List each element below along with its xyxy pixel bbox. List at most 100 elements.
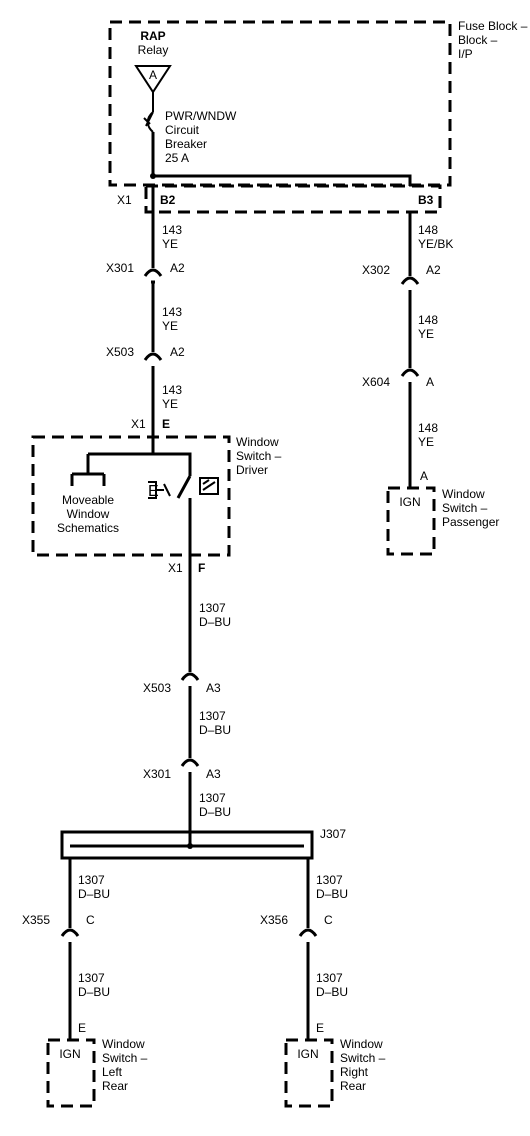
fuse-block-title: Fuse Block – <box>458 19 528 33</box>
passenger-switch-outline <box>386 486 436 556</box>
wire-right-rear-b-color: D–BU <box>316 985 348 999</box>
bus-splice-dot <box>150 173 156 179</box>
relay-label-2: Relay <box>138 43 169 57</box>
splice-dot <box>187 843 193 849</box>
passenger-switch-label-2: Switch – <box>442 501 488 515</box>
splice-j307: J307 <box>60 827 346 860</box>
wire-right-rear-a-circuit: 1307 <box>316 873 343 887</box>
wire-left-rear-b-circuit: 1307 <box>78 971 105 985</box>
fuse-block-subtitle: I/P <box>458 47 473 61</box>
x301-left-female <box>143 268 163 277</box>
relay-label-1: RAP <box>140 29 165 43</box>
connector-x1-fuse: X1 B2 B3 <box>117 184 442 214</box>
left-rear-switch-label-2: Switch – <box>102 1051 148 1065</box>
breaker-label-1: PWR/WNDW <box>165 109 237 123</box>
right-rear-switch-outline <box>284 1038 334 1108</box>
moveable-label-3: Schematics <box>57 521 119 535</box>
wire-143-a-color: YE <box>162 237 178 251</box>
wire-148-b-circuit: 148 <box>418 313 438 327</box>
driver-switch-internal-bus <box>88 452 192 476</box>
wire-left-rear-a-color: D–BU <box>78 887 110 901</box>
driver-switch-actuator-icon <box>148 481 171 499</box>
fuse-block-title-2: Block – <box>458 33 498 47</box>
wire-148-c-color: YE <box>418 435 434 449</box>
x1-f-name: X1 <box>168 561 183 575</box>
passenger-switch-ign: IGN <box>399 495 420 509</box>
moveable-label-2: Window <box>67 507 110 521</box>
x503-mid-pin: A3 <box>206 681 221 695</box>
wire-right-rear-a-color: D–BU <box>316 887 348 901</box>
connector-x503-mid: X503 A3 <box>143 672 221 695</box>
left-rear-switch-label-3: Left <box>102 1065 123 1079</box>
driver-switch-label-3: Driver <box>236 463 268 477</box>
right-rear-switch-label-2: Switch – <box>340 1051 386 1065</box>
wire-1307-c-circuit: 1307 <box>199 791 226 805</box>
circuit-breaker: PWR/WNDW Circuit Breaker 25 A <box>143 92 237 165</box>
x1-pin-b3: B3 <box>418 193 434 207</box>
right-rear-switch-pin: E <box>316 1021 324 1035</box>
connector-x302: X302 A2 <box>362 263 441 285</box>
x355-name: X355 <box>22 913 50 927</box>
x301-mid-female <box>180 758 200 767</box>
rap-relay: RAP Relay A <box>134 29 172 94</box>
left-rear-switch-ign: IGN <box>59 1047 80 1061</box>
wire-143-a-circuit: 143 <box>162 223 182 237</box>
passenger-switch-label-3: Passenger <box>442 515 499 529</box>
left-rear-switch-label-1: Window <box>102 1037 145 1051</box>
right-rear-switch-label-3: Right <box>340 1065 369 1079</box>
x301-left-pin: A2 <box>170 261 185 275</box>
x1-pin-b2: B2 <box>160 193 176 207</box>
driver-switch-label-1: Window <box>236 435 279 449</box>
x301-mid-pin: A3 <box>206 767 221 781</box>
wire-143-c-color: YE <box>162 397 178 411</box>
x604-name: X604 <box>362 375 390 389</box>
x604-female <box>400 368 420 377</box>
passenger-switch-pin: A <box>420 469 428 483</box>
x1-f-pin: F <box>198 561 205 575</box>
left-rear-switch-pin: E <box>78 1021 86 1035</box>
x301-left-name: X301 <box>106 261 134 275</box>
breaker-label-4: 25 A <box>165 151 189 165</box>
wire-143-b-color: YE <box>162 319 178 333</box>
x1-connector-name: X1 <box>117 193 132 207</box>
wire-right-rear-b-circuit: 1307 <box>316 971 343 985</box>
x301-mid-name: X301 <box>143 767 171 781</box>
x503-left-pin: A2 <box>170 345 185 359</box>
wire-148-a-color: YE/BK <box>418 237 453 251</box>
splice-name: J307 <box>320 827 346 841</box>
wire-left-rear-b-color: D–BU <box>78 985 110 999</box>
x503-mid-female <box>180 672 200 681</box>
connector-x356: X356 C <box>260 913 333 937</box>
breaker-contact <box>146 111 154 133</box>
splice-outline <box>60 830 314 860</box>
x302-female <box>400 276 420 285</box>
moveable-label-1: Moveable <box>62 493 114 507</box>
wire-1307-a-circuit: 1307 <box>199 601 226 615</box>
x1-e-pin: E <box>162 417 170 431</box>
right-rear-switch-label-1: Window <box>340 1037 383 1051</box>
driver-window-switch: Window Switch – Driver Moveable Window S… <box>31 435 282 560</box>
window-switch-icon-glass <box>202 479 216 491</box>
window-switch-icon <box>199 477 219 495</box>
x604-pin: A <box>426 375 434 389</box>
wire-1307-a-color: D–BU <box>199 615 231 629</box>
x356-female <box>298 928 318 937</box>
moveable-window-tap <box>70 454 106 486</box>
x1-e-name: X1 <box>131 417 146 431</box>
wire-148-a-circuit: 148 <box>418 223 438 237</box>
breaker-label-2: Circuit <box>165 123 200 137</box>
wire-1307-b-color: D–BU <box>199 723 231 737</box>
wire-1307-c-color: D–BU <box>199 805 231 819</box>
x1-connector-outline <box>144 184 442 214</box>
breaker-label-3: Breaker <box>165 137 207 151</box>
driver-switch-e-glyph: E <box>148 483 159 500</box>
connector-x301-left: X301 A2 <box>106 261 185 284</box>
relay-terminal: A <box>149 68 157 82</box>
x302-pin: A2 <box>426 263 441 277</box>
wire-148-c-circuit: 148 <box>418 421 438 435</box>
wire-1307-b-circuit: 1307 <box>199 709 226 723</box>
x503-mid-name: X503 <box>143 681 171 695</box>
wire-143-c-circuit: 143 <box>162 383 182 397</box>
passenger-switch-label-1: Window <box>442 487 485 501</box>
